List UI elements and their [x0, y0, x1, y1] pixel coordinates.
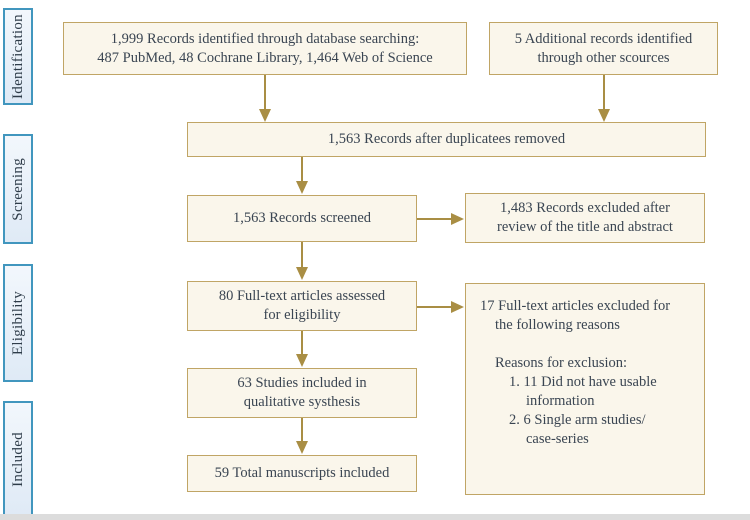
arrow-screened-to-fulltext — [295, 242, 308, 280]
box-fulltext-assessed: 80 Full-text articles assessed for eligi… — [187, 281, 417, 331]
box-fulltext-excluded-line1: 17 Full-text articles excluded for — [480, 298, 671, 314]
box-database-search: 1,999 Records identified through databas… — [63, 22, 467, 75]
stage-screening-label: Screening — [9, 157, 26, 221]
box-database-search-line2: 487 PubMed, 48 Cochrane Library, 1,464 W… — [97, 49, 433, 66]
stage-eligibility: Eligibility — [3, 264, 33, 382]
stage-identification-label: Identification — [9, 13, 26, 99]
box-excluded-title-abstract-line1: 1,483 Records excluded after — [500, 200, 670, 216]
box-fulltext-excluded-reason1-line1: 1. 11 Did not have usable — [509, 374, 657, 390]
arrow-other-sources-to-duplicates — [597, 75, 610, 122]
box-fulltext-excluded-reasons-header: Reasons for exclusion: — [495, 355, 628, 371]
box-after-duplicates-text: 1,563 Records after duplicatees removed — [327, 131, 566, 147]
arrow-duplicates-to-screened — [295, 157, 308, 194]
stage-eligibility-label: Eligibility — [9, 290, 26, 356]
box-fulltext-excluded-line2: the following reasons — [495, 317, 620, 333]
arrow-fulltext-to-synthesis — [295, 331, 308, 367]
box-qualitative-synthesis-line1: 63 Studies included in — [237, 375, 367, 391]
arrow-database-to-duplicates — [258, 75, 271, 122]
box-fulltext-excluded-reason1-line2: information — [526, 393, 595, 409]
box-fulltext-assessed-line2: for eligibility — [263, 307, 341, 323]
box-total-included: 59 Total manuscripts included — [187, 455, 417, 492]
box-qualitative-synthesis-line2: qualitative systhesis — [243, 394, 361, 410]
box-other-sources-line2: through other scources — [537, 49, 670, 66]
box-fulltext-excluded-reason2-line1: 2. 6 Single arm studies/ — [509, 412, 646, 428]
box-database-search-line1: 1,999 Records identified through databas… — [110, 30, 420, 47]
arrow-fulltext-to-excluded-reasons — [417, 300, 464, 313]
stage-included-label: Included — [9, 431, 26, 487]
box-qualitative-synthesis: 63 Studies included in qualitative systh… — [187, 368, 417, 418]
stage-identification: Identification — [3, 8, 33, 105]
box-fulltext-excluded-reason2-line2: case-series — [526, 431, 589, 447]
box-total-included-text: 59 Total manuscripts included — [214, 465, 390, 481]
box-fulltext-assessed-line1: 80 Full-text articles assessed — [218, 288, 386, 304]
arrow-screened-to-excluded — [417, 212, 464, 225]
box-excluded-title-abstract-line2: review of the title and abstract — [497, 219, 673, 235]
arrow-synthesis-to-total — [295, 418, 308, 454]
page-bottom-strip — [0, 514, 750, 520]
stage-included: Included — [3, 401, 33, 517]
stage-screening: Screening — [3, 134, 33, 244]
box-fulltext-excluded: 17 Full-text articles excluded for the f… — [465, 283, 705, 495]
box-other-sources-line1: 5 Additional records identified — [514, 30, 693, 47]
box-screened: 1,563 Records screened — [187, 195, 417, 242]
box-excluded-title-abstract: 1,483 Records excluded after review of t… — [465, 193, 705, 243]
box-after-duplicates: 1,563 Records after duplicatees removed — [187, 122, 706, 157]
box-screened-text: 1,563 Records screened — [232, 210, 372, 226]
box-other-sources: 5 Additional records identified through … — [489, 22, 718, 75]
